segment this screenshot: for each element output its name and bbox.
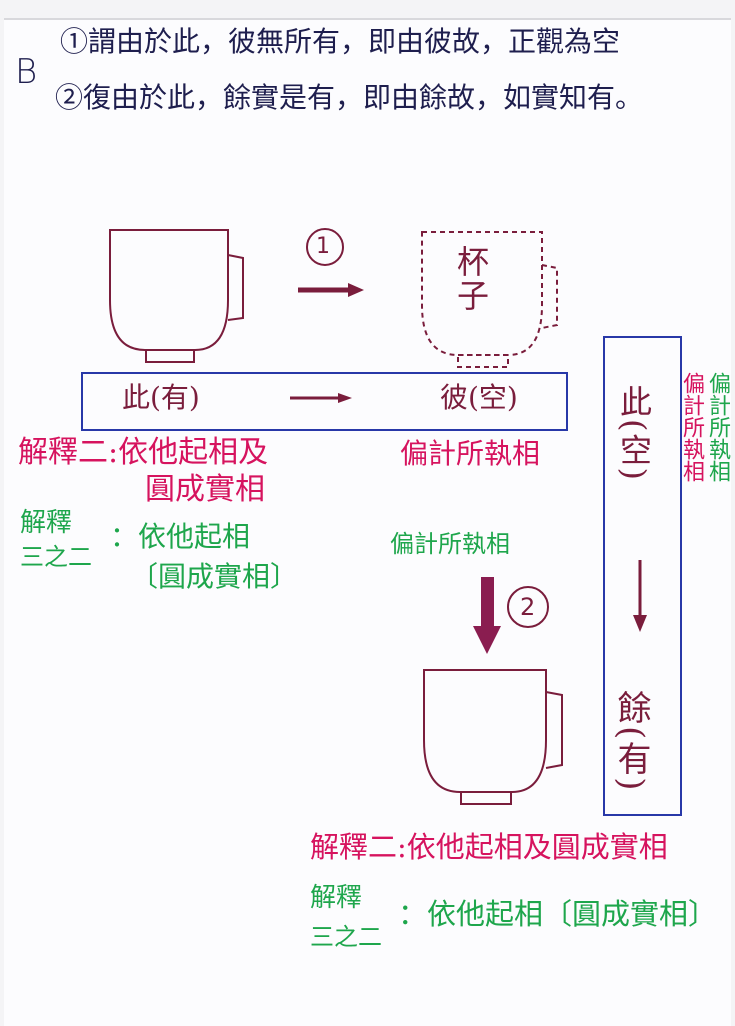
step-1-circle [306,228,344,266]
arrow-down-thick-icon [473,577,501,654]
left-green-label-2: 三之二 [20,543,92,571]
vbox-top-text: 此(空) [615,385,653,482]
cup-solid-icon [109,229,244,363]
arrow-right-icon [290,393,352,403]
left-magenta-line-1: 解釋二:依他起相及 [18,435,269,470]
cup-solid-icon [423,669,563,805]
vertical-box [603,336,682,816]
horizontal-box [81,372,568,431]
vbox-bottom-text: 餘(有) [611,690,651,793]
step-2-label: 2 [520,593,536,621]
step-2-circle [507,586,549,628]
arrow-down-icon [633,560,647,632]
bottom-green-line: ：依他起相〔圓成實相〕 [398,897,718,931]
side-magenta-text: 偏計所執相 [679,372,704,482]
left-green-line-1: ：依他起相 [110,520,251,553]
cup-label: 杯子 [452,245,490,313]
bottom-green-label-2: 三之二 [310,923,382,951]
bottom-magenta-text: 解釋二:依他起相及圓成實相 [310,830,668,864]
cup-dashed-icon [421,231,558,368]
mid-magenta-text: 偏計所執相 [400,437,541,470]
side-green-text: 偏計所執相 [705,372,730,482]
box-right-text: 彼(空) [440,381,518,414]
arrow-right-icon [298,283,364,297]
mid-green-text: 偏計所執相 [390,530,510,558]
left-magenta-line-2: 圓成實相 [145,472,265,507]
bottom-green-label-1: 解釋 [310,883,363,913]
left-green-label-1: 解釋 [20,508,73,538]
flipchart-paper [4,18,731,1026]
section-letter: B [15,52,38,92]
header-line-2: ②復由於此，餘實是有，即由餘故，如實知有。 [55,81,644,114]
box-left-text: 此(有) [122,381,200,414]
header-line-1: ①謂由於此，彼無所有，即由彼故，正觀為空 [60,25,621,58]
left-green-line-2: 〔圓成實相〕 [130,560,299,593]
step-1-label: 1 [316,234,330,259]
